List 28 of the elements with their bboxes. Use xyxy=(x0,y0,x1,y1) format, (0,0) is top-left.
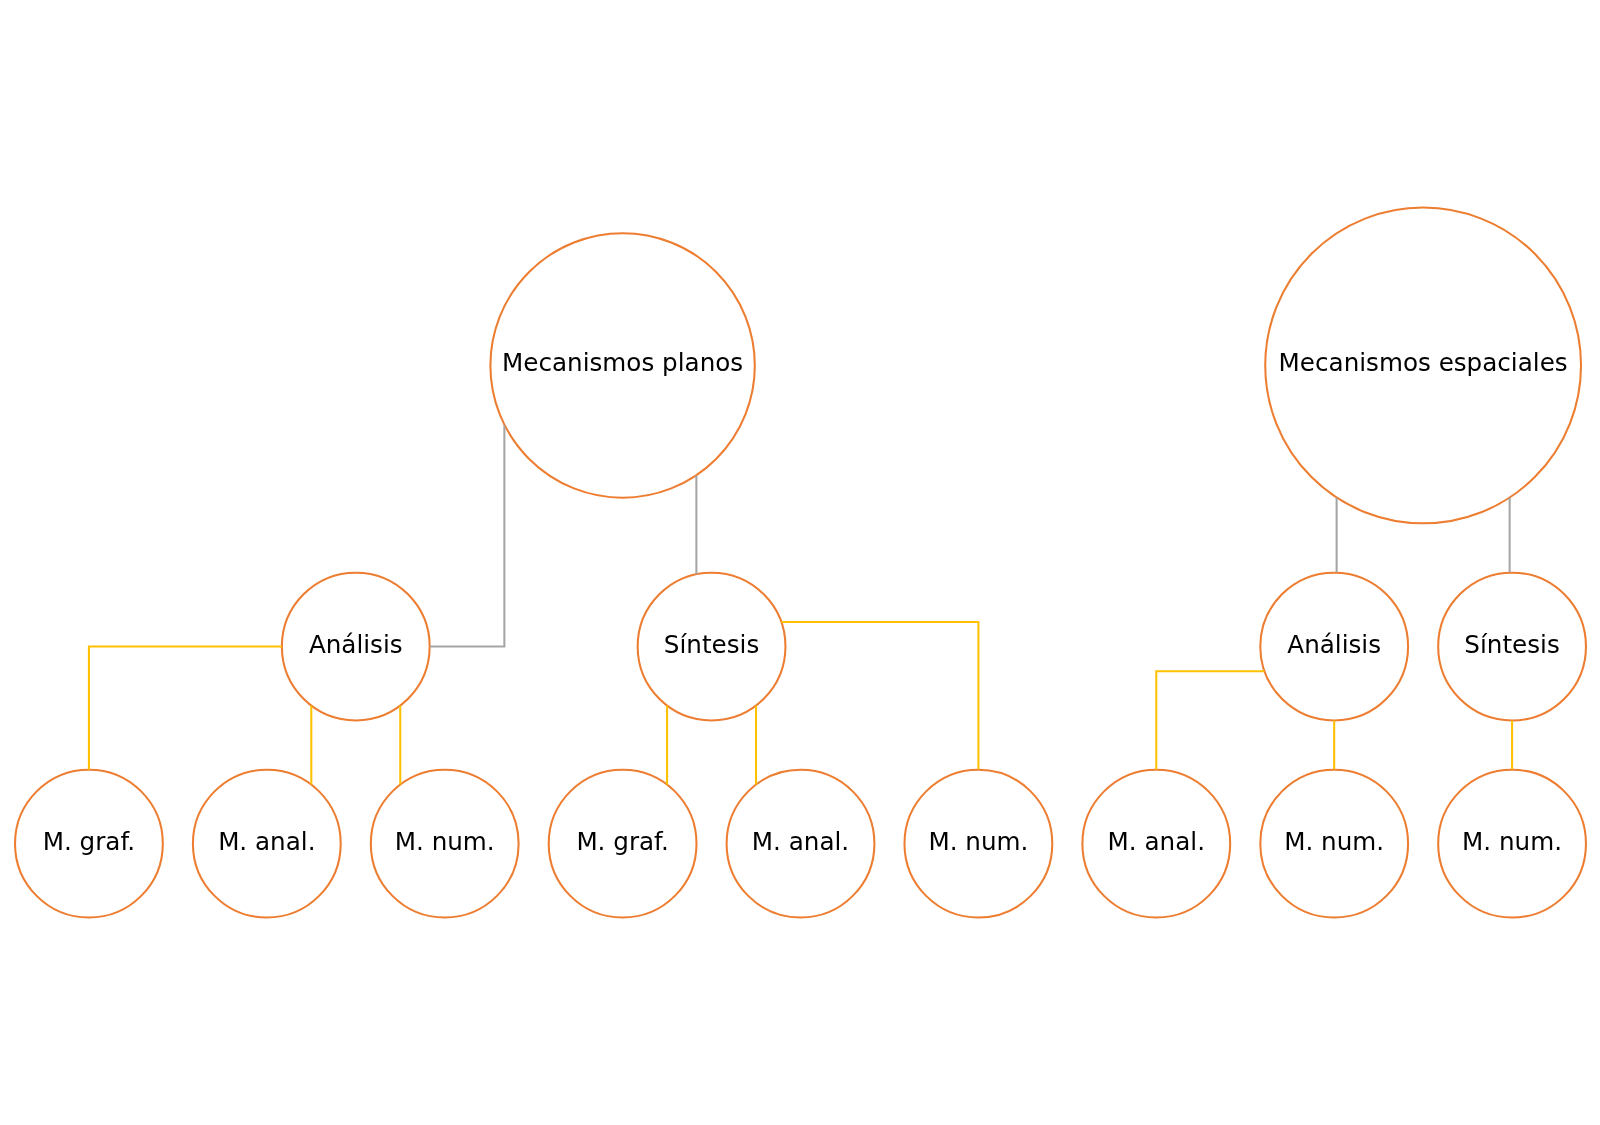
node-circle: Análisis xyxy=(280,571,431,722)
connector xyxy=(1335,497,1338,573)
node-circle: M. anal. xyxy=(1080,768,1231,919)
connector xyxy=(87,645,282,770)
connector xyxy=(1510,720,1513,770)
node-circle: M. num. xyxy=(1258,768,1409,919)
node-circle: M. num. xyxy=(1436,768,1587,919)
connector xyxy=(754,705,757,785)
connector xyxy=(780,620,979,770)
node-circle: Síntesis xyxy=(636,571,786,722)
node-circle: M. graf. xyxy=(547,768,698,919)
node-circle: M. graf. xyxy=(13,768,164,919)
node-circle: M. num. xyxy=(369,768,520,919)
node-circle: M. anal. xyxy=(191,768,342,919)
connector xyxy=(1154,670,1264,770)
connector xyxy=(309,705,312,785)
connector xyxy=(665,705,668,785)
node-circle: Análisis xyxy=(1258,571,1409,722)
node-circle: M. anal. xyxy=(725,768,875,919)
node-circle: M. num. xyxy=(902,768,1053,919)
node-circle: Mecanismos espaciales xyxy=(1263,206,1582,525)
connector xyxy=(1508,497,1511,573)
node-circle: Síntesis xyxy=(1436,571,1587,722)
connector xyxy=(429,425,505,648)
connector xyxy=(694,475,697,575)
connector xyxy=(398,705,401,785)
connector xyxy=(1332,720,1335,770)
node-circle: Mecanismos planos xyxy=(488,232,756,499)
